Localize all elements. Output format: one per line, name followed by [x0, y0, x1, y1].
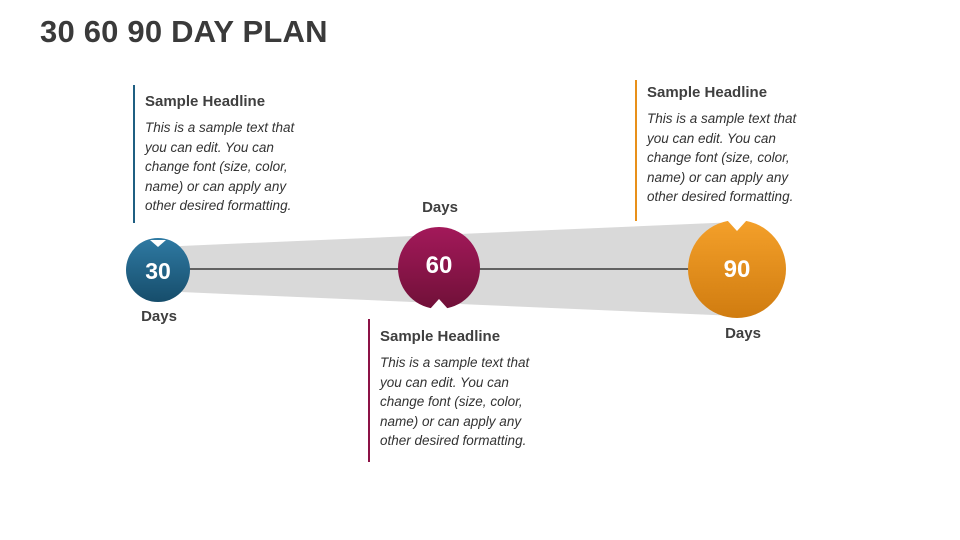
milestone-60-callout: Sample Headline This is a sample text th… — [368, 319, 552, 462]
milestone-60: 60 — [398, 227, 480, 309]
milestone-90-circle — [688, 220, 786, 318]
milestone-30-number: 30 — [145, 258, 171, 284]
milestone-30: 30 — [126, 238, 190, 302]
milestone-90-number: 90 — [724, 256, 751, 283]
milestone-60-circle — [398, 227, 480, 309]
milestone-60-days-label: Days — [422, 199, 458, 216]
milestone-60-pointer — [430, 299, 448, 309]
milestone-90-callout: Sample Headline This is a sample text th… — [635, 80, 819, 221]
milestone-30-callout: Sample Headline This is a sample text th… — [133, 85, 317, 223]
milestone-30-circle — [126, 238, 190, 302]
milestone-90-pointer — [727, 220, 747, 231]
milestone-90: 90 — [688, 220, 786, 318]
milestone-30-headline: Sample Headline — [145, 93, 266, 110]
milestone-90-text: This is a sample text that you can edit.… — [647, 111, 797, 204]
milestone-30-days-label: Days — [141, 308, 177, 325]
milestone-60-headline: Sample Headline — [380, 328, 501, 345]
milestone-30-text: This is a sample text that you can edit.… — [145, 120, 295, 213]
milestone-60-number: 60 — [426, 252, 453, 279]
milestone-60-text: This is a sample text that you can edit.… — [380, 355, 530, 448]
page-title: 30 60 90 DAY PLAN — [40, 14, 328, 49]
milestone-90-days-label: Days — [725, 325, 761, 342]
milestone-90-headline: Sample Headline — [647, 84, 768, 101]
